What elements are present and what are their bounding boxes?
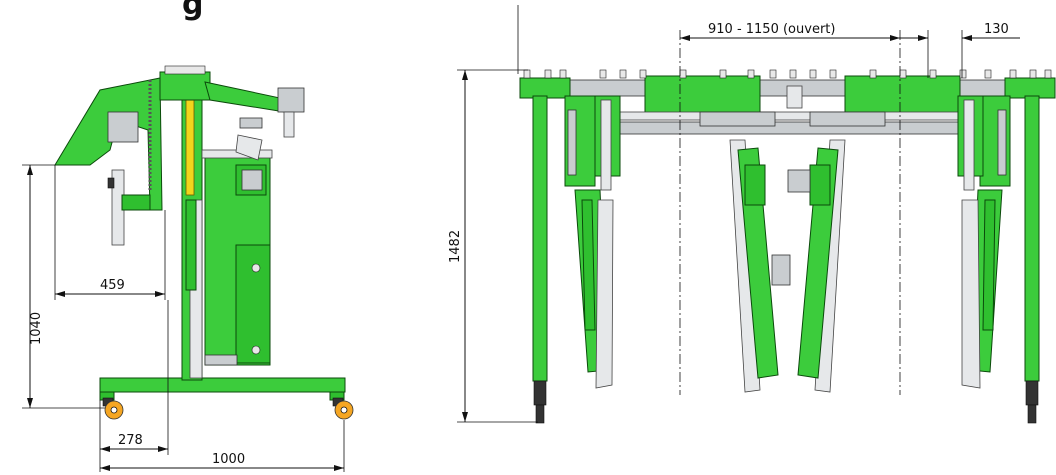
dim-130-label: 130	[984, 22, 1009, 37]
base-frame	[99, 377, 346, 393]
side-dimensions: 1040 459 278 1000	[22, 164, 345, 472]
hydraulic-cylinder	[185, 99, 195, 196]
left-outer-leg	[532, 95, 548, 382]
dim-1482-label: 1482	[448, 230, 463, 263]
right-caster-wheel	[332, 397, 354, 420]
right-outer-leg	[1024, 95, 1040, 382]
front-dimensions: 1482 910 - 1150 (ouvert) 130	[448, 5, 1020, 423]
upper-link	[204, 81, 286, 113]
top-bolts	[523, 69, 1052, 79]
side-arm	[54, 77, 163, 211]
side-view	[54, 65, 354, 420]
dim-459-label: 459	[100, 278, 125, 293]
dim-opening-label: 910 - 1150 (ouvert)	[708, 22, 835, 37]
dim-1000-label: 1000	[212, 452, 245, 467]
front-view	[519, 69, 1056, 424]
left-caster-wheel	[102, 397, 124, 420]
dim-1040-label: 1040	[29, 312, 44, 345]
title-glyph: g	[182, 0, 203, 22]
dim-278-label: 278	[118, 433, 143, 448]
